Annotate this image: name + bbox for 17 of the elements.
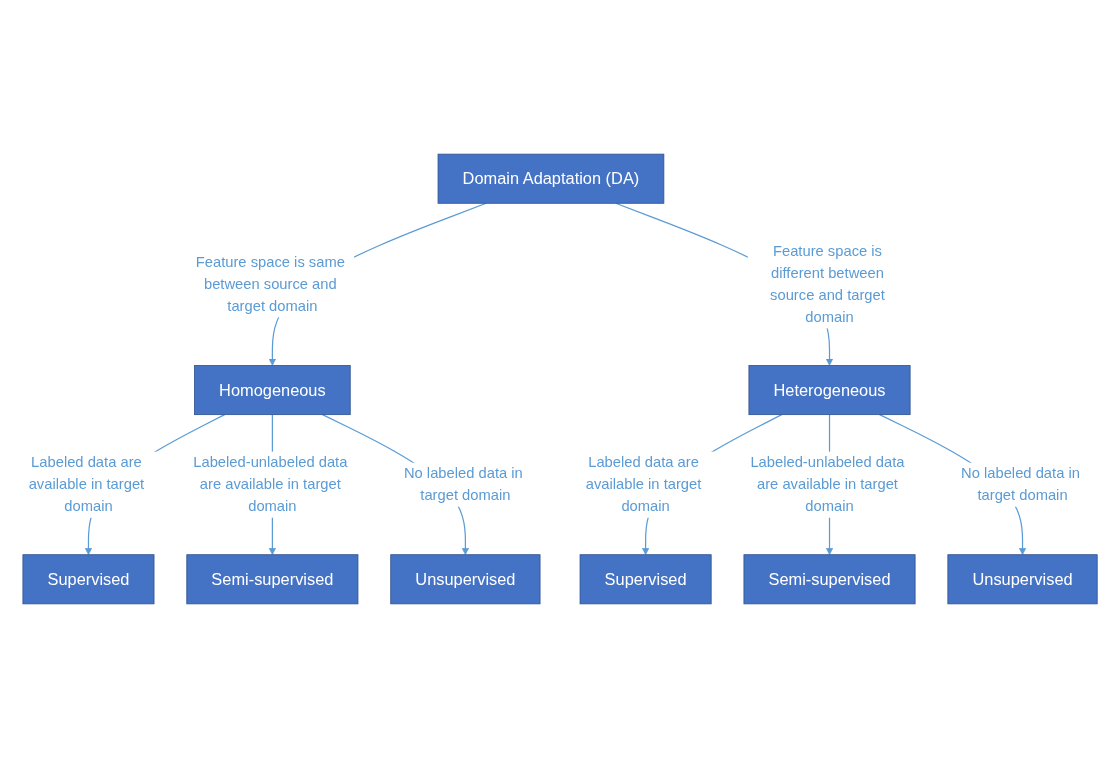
edge-label: Feature space is different between source and target domain xyxy=(770,242,885,326)
edge-label: Labeled-unlabeled data are available in target domain xyxy=(193,453,348,515)
node-box: Heterogeneous xyxy=(748,365,911,416)
node-box: Homogeneous xyxy=(194,365,351,416)
node-box: Semi-supervised xyxy=(186,554,359,605)
node-box: Semi-supervised xyxy=(743,554,916,605)
node-box: Supervised xyxy=(579,554,712,605)
edge-label: Labeled-unlabeled data are available in target domain xyxy=(750,453,905,515)
edge-label: Labeled data are available in target domain xyxy=(28,453,145,515)
node-box: Domain Adaptation (DA) xyxy=(437,153,665,204)
edge-label: Labeled data are available in target domain xyxy=(585,453,702,515)
node-box: Unsupervised xyxy=(947,554,1098,605)
edge-label: No labeled data in target domain xyxy=(961,465,1080,504)
edge-label: Feature space is same between source and target domain xyxy=(195,253,345,315)
node-box: Supervised xyxy=(22,554,155,605)
edge-label: No labeled data in target domain xyxy=(403,465,523,504)
node-box: Unsupervised xyxy=(390,554,541,605)
